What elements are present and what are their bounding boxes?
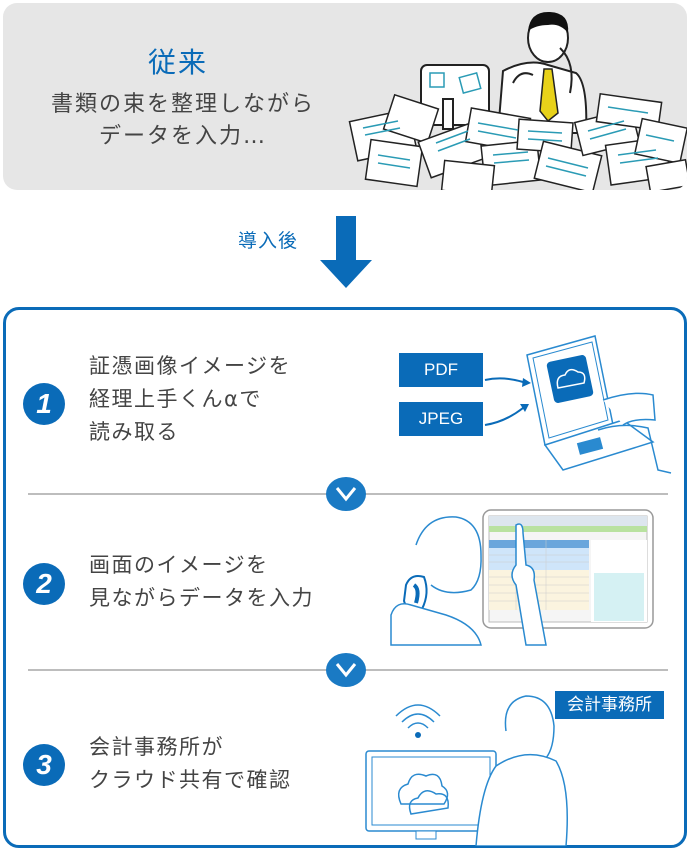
steps-panel: 1 証憑画像イメージを 経理上手くんαで 読み取る PDF JPEG 2	[3, 307, 687, 848]
step-line: 会計事務所が	[89, 735, 224, 759]
laptop-cloud-illustration	[484, 335, 672, 474]
chevron-down-icon	[326, 477, 366, 511]
before-panel: 従来 書類の束を整理しながら データを入力…	[3, 3, 687, 190]
step-number-badge: 1	[23, 383, 65, 425]
step-2: 2 画面のイメージを 見ながらデータを入力	[6, 495, 684, 665]
step-1: 1 証憑画像イメージを 経理上手くんαで 読み取る PDF JPEG	[6, 310, 684, 490]
chevron-down-icon	[326, 653, 366, 687]
before-title: 従来	[147, 46, 208, 79]
step-number-badge: 2	[23, 563, 65, 605]
screen-pointing-illustration	[390, 509, 654, 646]
down-arrow-icon	[320, 216, 372, 288]
accounting-office-tag: 会計事務所	[555, 691, 664, 719]
before-description: 書類の束を整理しながら データを入力…	[3, 89, 363, 153]
step-line: 証憑画像イメージを	[89, 354, 292, 378]
step-description: 画面のイメージを 見ながらデータを入力	[89, 549, 314, 615]
step-line: 経理上手くんαで	[89, 387, 262, 411]
step-line: 読み取る	[89, 420, 179, 444]
step-description: 会計事務所が クラウド共有で確認	[89, 731, 292, 797]
after-introduction-label: 導入後	[238, 230, 299, 252]
step-number-badge: 3	[23, 744, 65, 786]
jpeg-tag: JPEG	[399, 402, 483, 436]
step-line: 見ながらデータを入力	[89, 586, 314, 610]
accountant-cloud-illustration	[365, 695, 568, 846]
before-description-line: データを入力…	[98, 124, 267, 149]
paper-pile-worker-illustration	[348, 11, 687, 190]
step-description: 証憑画像イメージを 経理上手くんαで 読み取る	[89, 350, 291, 449]
step-line: クラウド共有で確認	[89, 768, 292, 792]
step-3: 3 会計事務所が クラウド共有で確認 会計事務所	[6, 671, 684, 846]
step-line: 画面のイメージを	[89, 553, 269, 577]
pdf-tag: PDF	[399, 353, 483, 387]
before-description-line: 書類の束を整理しながら	[50, 92, 315, 117]
